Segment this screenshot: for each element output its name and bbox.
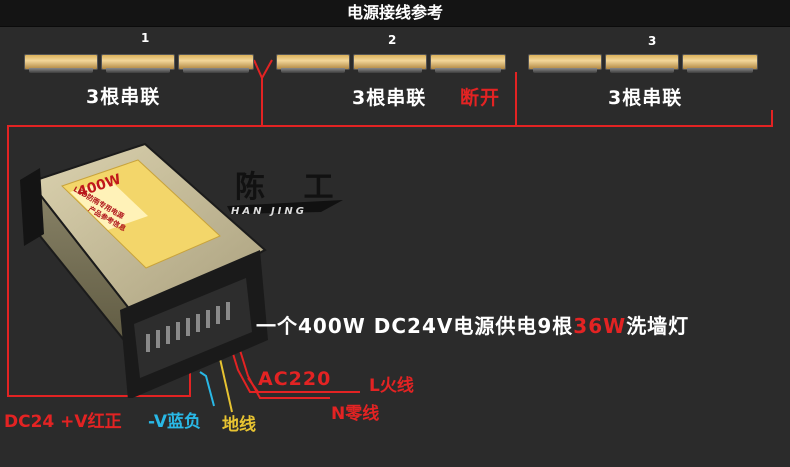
summary-text: 一个400W DC24V电源供电9根36W洗墙灯 [256,310,689,339]
wall-washer-lamp [353,54,427,73]
page-title: 电源接线参考 [0,0,790,27]
wall-washer-lamp [528,54,602,73]
summary-suffix: 洗墙灯 [626,314,690,338]
group1-connector-wire [253,59,273,81]
group-number-2: 2 [388,33,397,47]
negative-wire-label: -V蓝负 [148,412,201,432]
ac-label-wire [247,377,259,393]
ground-wire-label: 地线 [222,415,256,435]
wall-washer-lamp [430,54,506,73]
wall-washer-lamp [682,54,758,73]
group-label-3: 3根串联 [608,87,683,109]
summary-highlight: 36W [573,314,627,338]
summary-prefix: 一个400W DC24V电源供电9根 [256,314,574,338]
group-label-1: 3根串联 [86,86,161,108]
wall-washer-lamp [24,54,98,73]
wall-washer-lamp [605,54,679,73]
logo-chinese: 陈 工 [235,170,348,205]
ac-label: AC220 [258,368,332,390]
group-number-3: 3 [648,34,657,48]
group-number-1: 1 [141,31,150,45]
logo-english: HAN JING [231,206,307,217]
power-supply-image [20,142,268,398]
brand-logo: 陈 工 HAN JING [225,162,350,232]
wall-washer-lamp [101,54,175,73]
live-wire-label: L火线 [369,376,414,396]
bus-extension-wire [516,110,773,127]
wall-washer-lamp [276,54,350,73]
negative-wire [199,371,215,407]
left-feed-wire [7,125,262,397]
positive-wire-label: DC24 +V红正 [4,412,122,432]
logo-swoosh [227,200,343,214]
main-bus-wire [261,72,517,127]
break-label: 断开 [460,87,501,109]
neutral-wire-label: N零线 [331,404,380,424]
group-label-2: 3根串联 [352,87,427,109]
wall-washer-lamp [178,54,254,73]
